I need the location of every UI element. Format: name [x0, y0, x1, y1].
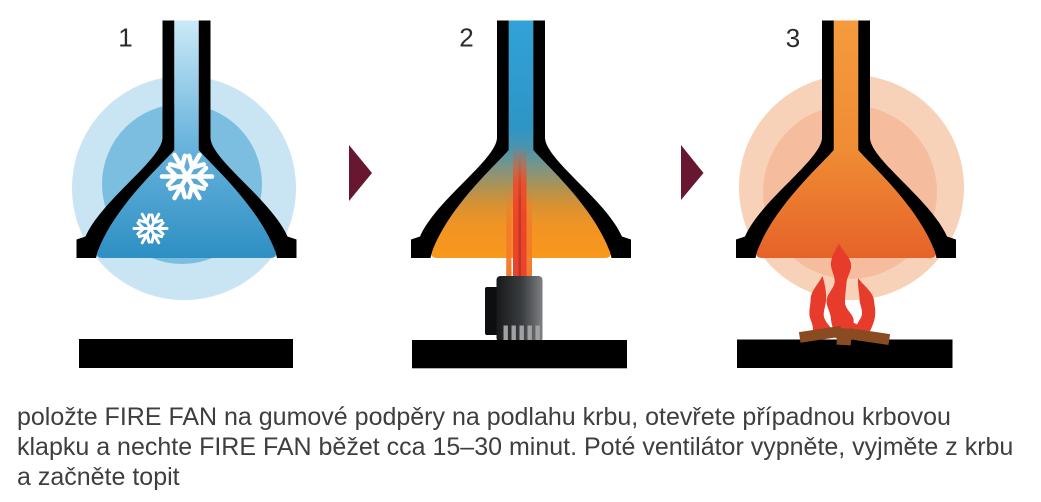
svg-text:1: 1	[118, 23, 132, 53]
svg-text:3: 3	[786, 23, 800, 53]
svg-text:2: 2	[459, 23, 473, 53]
